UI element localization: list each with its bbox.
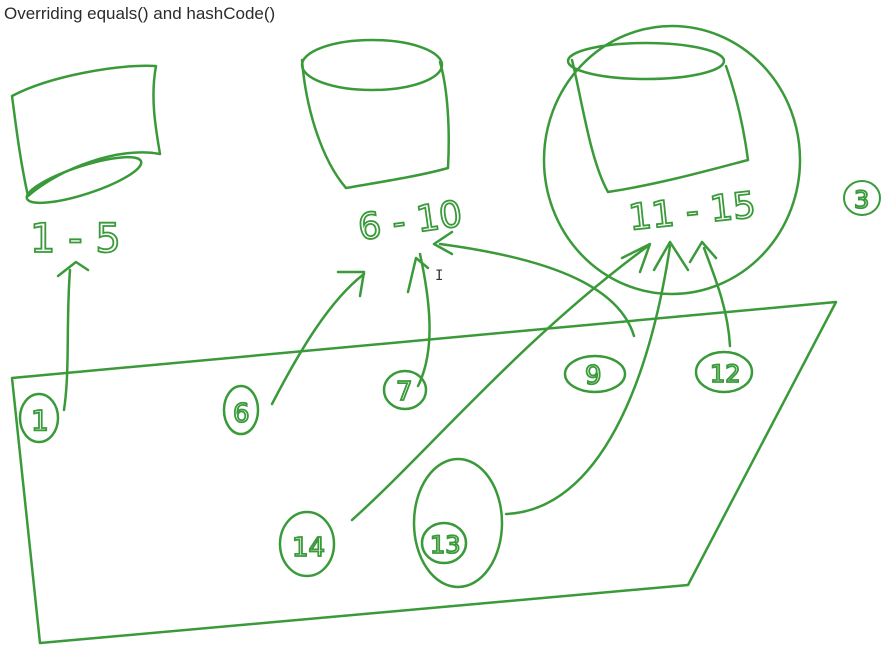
- bucket-2-range-label: 6 - 10: [356, 194, 465, 249]
- bucket-3-range-label: 11 - 15: [627, 185, 758, 239]
- arrow-object-13-to-bucket-3: [504, 244, 672, 516]
- arrow-object-14-to-bucket-3: [350, 244, 650, 522]
- svg-text:9: 9: [585, 361, 602, 391]
- svg-text:7: 7: [396, 377, 413, 407]
- object-6: 6: [222, 384, 260, 436]
- svg-text:6: 6: [233, 399, 250, 429]
- text-cursor-icon: I: [435, 268, 443, 284]
- object-7: 7: [382, 369, 428, 411]
- arrow-object-12-to-bucket-3: [702, 246, 732, 348]
- svg-text:12: 12: [710, 360, 741, 388]
- object-14: 14: [278, 510, 336, 578]
- bucket-1: 1 - 5: [10, 64, 162, 263]
- svg-text:1: 1: [31, 404, 49, 437]
- svg-text:3: 3: [854, 186, 869, 214]
- bucket-3-highlight-circle: [542, 24, 802, 296]
- object-12: 12: [694, 350, 754, 394]
- arrow-object-9-to-bucket-2: [438, 242, 636, 338]
- arrow-object-1-to-bucket-1: [62, 268, 72, 412]
- arrow-object-6-to-bucket-2: [270, 272, 366, 406]
- bucket-3: 11 - 15: [542, 24, 802, 296]
- arrow-object-7-to-bucket-2: [416, 252, 431, 388]
- svg-text:14: 14: [292, 533, 325, 563]
- bucket-2: 6 - 10: [300, 38, 466, 250]
- svg-text:13: 13: [430, 531, 461, 559]
- page-title: Overriding equals() and hashCode(): [4, 4, 276, 23]
- bucket-count-annotation: 3: [843, 180, 881, 216]
- mapping-arrows: [56, 230, 732, 522]
- heap-plane: [10, 300, 838, 645]
- object-9: 9: [563, 354, 627, 394]
- object-1: 1: [18, 392, 60, 444]
- object-13: 13: [412, 457, 504, 589]
- bucket-1-range-label: 1 - 5: [30, 216, 121, 262]
